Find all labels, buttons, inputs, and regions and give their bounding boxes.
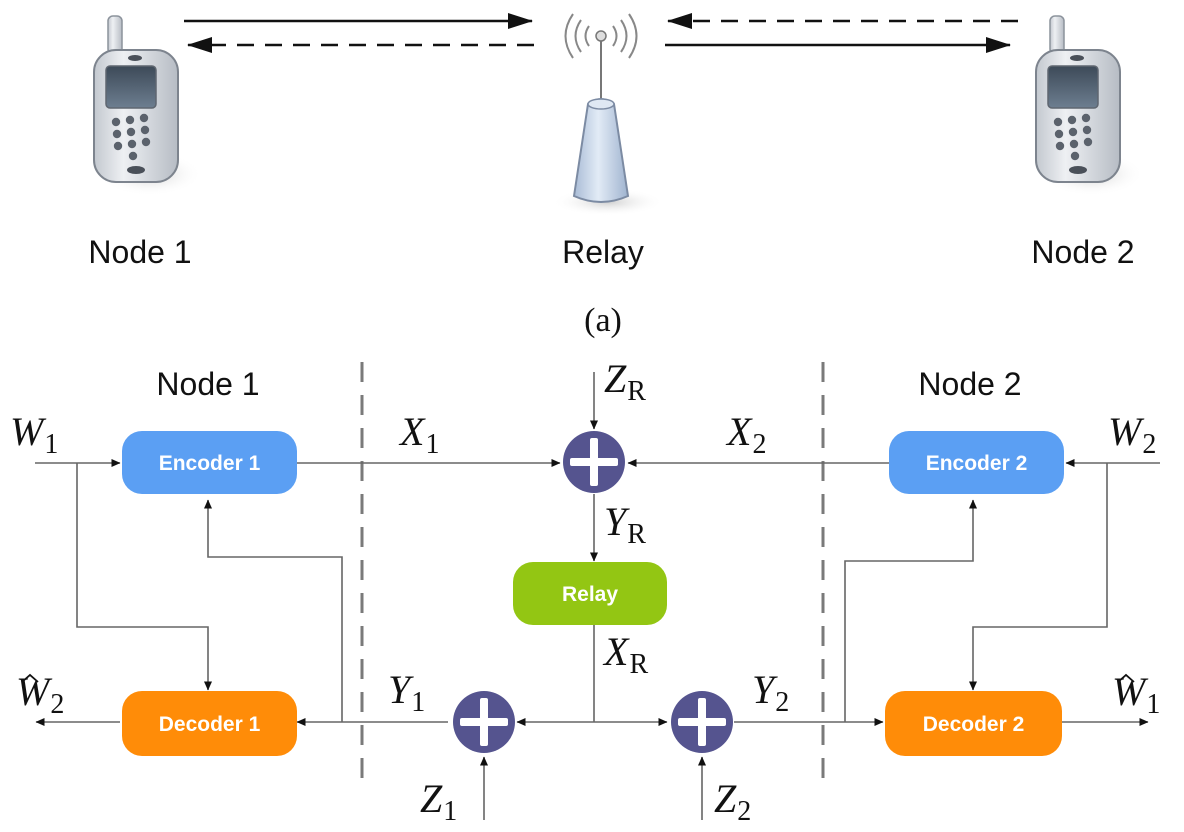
part-b: Node 1 Node 2 <box>10 356 1160 827</box>
decoder-2-label: Decoder 2 <box>923 713 1025 736</box>
decoder-1-label: Decoder 1 <box>159 713 261 736</box>
relay-box-label: Relay <box>562 583 618 606</box>
var-w1: W1 <box>10 409 58 460</box>
relay-tower-icon <box>552 30 664 216</box>
var-yr: YR <box>604 499 646 550</box>
svg-text:W1: W1 <box>1112 669 1160 720</box>
var-w2: W2 <box>1108 409 1156 460</box>
encoder-2-box: Encoder 2 <box>889 431 1064 494</box>
adder-icon <box>453 691 515 753</box>
var-xr: XR <box>602 629 648 680</box>
encoder-2-label: Encoder 2 <box>926 452 1028 475</box>
encoder-1-box: Encoder 1 <box>122 431 297 494</box>
mobile-phone-icon <box>1035 15 1145 197</box>
decoder-1-box: Decoder 1 <box>122 691 297 756</box>
caption-a: (a) <box>584 302 622 339</box>
var-x1: X1 <box>398 409 439 460</box>
svg-text:W2: W2 <box>16 669 64 720</box>
node2-label: Node 2 <box>1031 234 1134 270</box>
wireless-signal-icon <box>564 13 638 59</box>
encoder-1-label: Encoder 1 <box>159 452 261 475</box>
mobile-phone-icon <box>93 15 203 197</box>
relay-label: Relay <box>562 234 644 270</box>
adder-icon <box>563 431 625 493</box>
adder-icon <box>671 691 733 753</box>
signal-wires <box>35 372 1160 820</box>
var-x2: X2 <box>725 409 766 460</box>
var-y1: Y1 <box>388 667 425 718</box>
var-w2-hat: W2 <box>16 669 64 720</box>
relay-box: Relay <box>513 562 667 625</box>
node1-title: Node 1 <box>156 366 259 402</box>
var-z2: Z2 <box>714 776 751 827</box>
decoder-2-box: Decoder 2 <box>885 691 1062 756</box>
node2-title: Node 2 <box>918 366 1021 402</box>
var-zr: ZR <box>604 356 646 407</box>
var-w1-hat: W1 <box>1112 669 1160 720</box>
var-z1: Z1 <box>420 776 457 827</box>
var-y2: Y2 <box>752 667 789 718</box>
node1-label: Node 1 <box>88 234 191 270</box>
part-a: Node 1 Relay Node 2 (a) <box>88 12 1145 339</box>
